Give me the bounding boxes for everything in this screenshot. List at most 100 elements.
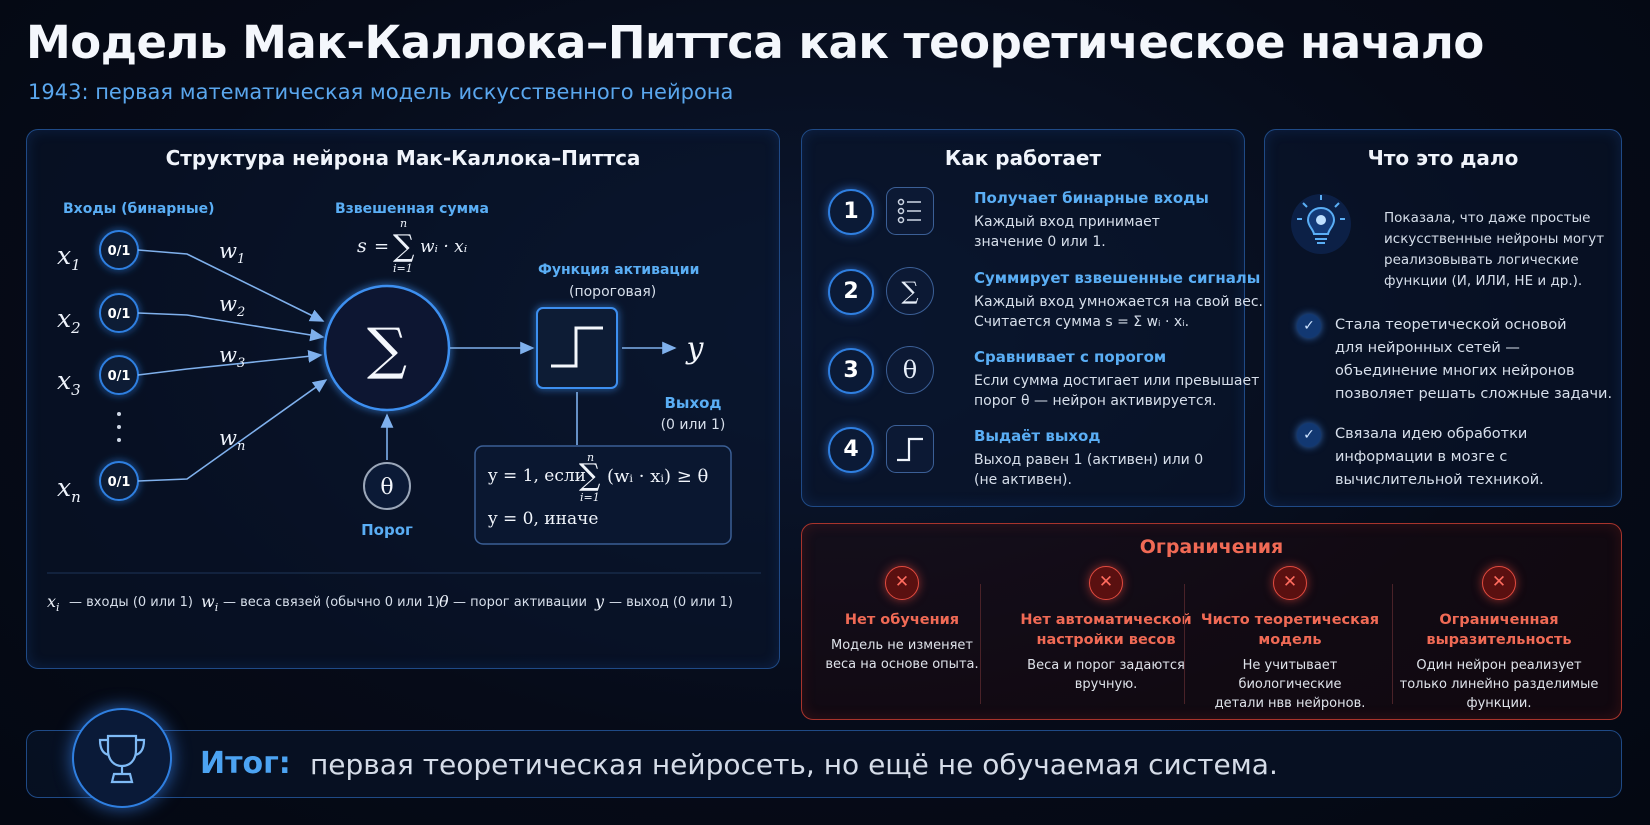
svg-text:θ: θ [439,592,449,611]
svg-text:wi: wi [201,592,218,614]
output-label: Выход [664,394,721,412]
page-subtitle: 1943: первая математическая модель искус… [28,80,734,104]
step-heading: Выдаёт выход [974,427,1101,445]
step-heading: Получает бинарные входы [974,189,1209,207]
limitations-title: Ограничения [1139,536,1284,558]
svg-text:— входы (0 или 1): — входы (0 или 1) [69,595,193,610]
limitations-panel: Ограничения ✕ Нет обучения Модель не изм… [801,523,1622,720]
divider [980,584,981,704]
rule-box [474,445,732,545]
input-xn: xn 0/1 [57,461,139,506]
divider [1392,584,1393,704]
weighted-sum-label: Взвешенная сумма [335,201,489,217]
step-number: 2 [828,269,874,315]
svg-text:0/1: 0/1 [108,244,131,259]
check-icon: ✓ [1297,314,1321,338]
summary-bar [26,730,1622,798]
cross-icon: ✕ [1482,566,1516,600]
gave-title: Что это дало [1367,146,1519,170]
input-x1: x1 0/1 [57,230,139,274]
svg-text:∑: ∑ [367,317,407,382]
summation-node: ∑ [323,284,451,412]
cross-icon: ✕ [1273,566,1307,600]
output-sub: (0 или 1) [661,417,726,433]
svg-text:∑: ∑ [579,458,601,493]
step-number: 1 [828,189,874,235]
summary-label: Итог: [200,746,291,781]
svg-text:xi: xi [47,592,60,614]
cross-icon: ✕ [885,566,919,600]
input-dots [117,412,121,442]
svg-text:=: = [374,236,389,257]
svg-text:— порог активации: — порог активации [453,595,587,610]
divider [1184,584,1185,704]
svg-text:w3: w3 [219,343,245,371]
svg-text:0/1: 0/1 [108,307,131,322]
svg-text:0/1: 0/1 [108,475,131,490]
check-icon: ✓ [1297,423,1321,447]
svg-text:n: n [400,217,407,230]
step-function-icon [886,425,934,473]
summary-text: первая теоретическая нейросеть, но ещё н… [310,748,1278,781]
structure-title: Структура нейрона Мак-Каллока–Питтса [165,146,641,170]
activation-label: Функция активации [538,262,699,278]
page-title: Модель Мак-Каллока–Питтса как теоретичес… [26,16,1484,69]
svg-text:s: s [357,235,367,257]
how-panel: Как работает 1 Получает бинарные входы К… [801,129,1263,507]
legend: xi — входы (0 или 1) wi — веса связей (о… [47,592,733,614]
step-3: 3 θ Сравнивает с порогом Если сумма дост… [828,346,1259,416]
threshold-node: θ [363,462,411,510]
activation-box [536,307,618,389]
rule-line-2: y = 0, иначе [487,509,598,529]
output-y: y [685,331,705,366]
svg-text:(wᵢ · xᵢ) ≥ θ: (wᵢ · xᵢ) ≥ θ [607,466,708,487]
svg-text:xn: xn [57,473,81,506]
neuron-diagram: Входы (бинарные) Взвешенная сумма s = ∑ … [47,201,761,614]
svg-text:x2: x2 [57,304,81,337]
svg-text:0/1: 0/1 [108,369,131,384]
svg-text:w2: w2 [219,292,245,320]
step-heading: Сравнивает с порогом [974,348,1167,366]
step-4: 4 Выдаёт выход Выход равен 1 (активен) и… [828,425,1228,495]
inputs-label: Входы (бинарные) [63,201,215,217]
trophy-icon [72,708,172,808]
svg-text:y: y [594,592,605,611]
step-1: 1 Получает бинарные входы Каждый вход пр… [828,187,1228,257]
input-x2: x2 0/1 [57,293,139,337]
threshold-label: Порог [361,521,413,539]
rule-condition: ∑ n i=1 (wᵢ · xᵢ) ≥ θ [579,451,708,504]
input-connections [137,249,328,482]
step-number: 3 [828,348,874,394]
limitation-heading: Нет обучения [844,612,960,628]
svg-text:— веса связей (обычно 0 или 1): — веса связей (обычно 0 или 1) [223,595,440,610]
activation-sub: (пороговая) [569,284,656,300]
svg-text:w1: w1 [219,239,245,267]
svg-text:wᵢ · xᵢ: wᵢ · xᵢ [420,237,467,257]
input-x3: x3 0/1 [57,355,139,399]
cross-icon: ✕ [1089,566,1123,600]
step-2: 2 ∑ Суммирует взвешенные сигналы Каждый … [828,267,1263,337]
svg-text:— выход (0 или 1): — выход (0 или 1) [609,595,733,610]
svg-text:wn: wn [219,426,245,454]
theta-icon: θ [886,346,934,394]
list-icon [886,187,934,235]
svg-text:i=1: i=1 [393,262,413,275]
svg-text:∑: ∑ [393,229,415,264]
svg-text:i=1: i=1 [580,491,600,504]
step-number: 4 [828,427,874,473]
